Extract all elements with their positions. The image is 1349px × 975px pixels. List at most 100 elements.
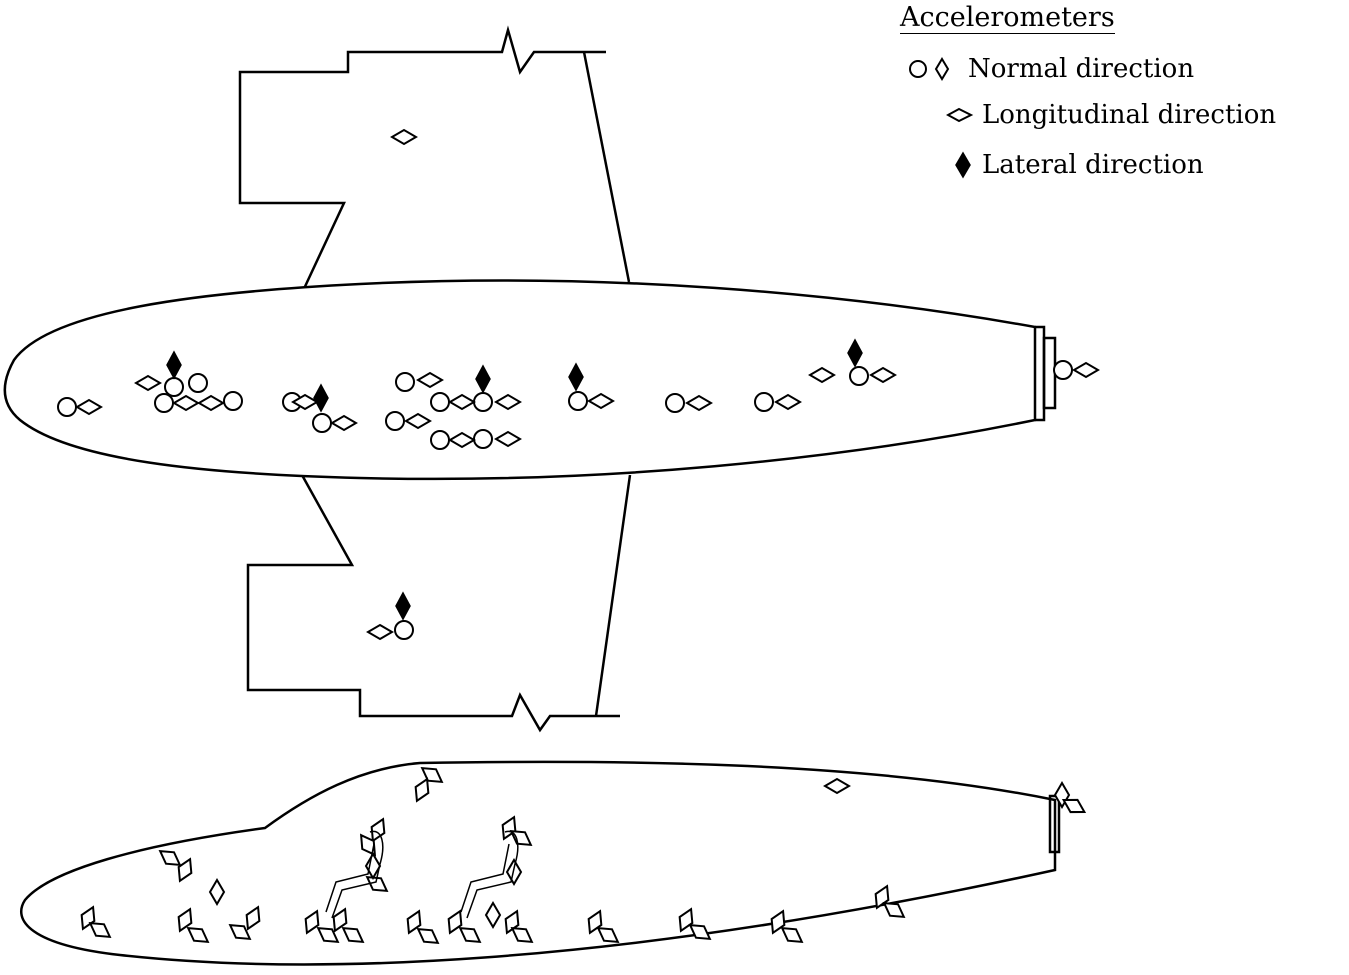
side-view-accelerometer bbox=[596, 926, 620, 944]
longitudinal-accelerometer bbox=[448, 393, 476, 411]
longitudinal-accelerometer bbox=[330, 414, 358, 432]
longitudinal-accelerometer bbox=[494, 430, 522, 448]
lower-wing-trailing-edge bbox=[594, 474, 632, 717]
side-view-accelerometer bbox=[416, 927, 440, 945]
lateral-accelerometer bbox=[475, 364, 491, 394]
side-view-accelerometer bbox=[780, 926, 804, 944]
seated-occupant-figure bbox=[325, 830, 384, 919]
seated-occupant-figure bbox=[460, 830, 519, 919]
side-view-accelerometer bbox=[88, 921, 112, 939]
longitudinal-accelerometer bbox=[134, 374, 162, 392]
side-view-accelerometer bbox=[316, 926, 340, 944]
side-view-accelerometer bbox=[484, 901, 502, 929]
longitudinal-accelerometer bbox=[390, 128, 418, 146]
side-view-accelerometer bbox=[874, 884, 890, 910]
lateral-accelerometer bbox=[847, 338, 863, 368]
normal-accelerometer-circle bbox=[312, 413, 332, 433]
normal-accelerometer-circle bbox=[164, 377, 184, 397]
lateral-accelerometer bbox=[313, 383, 329, 413]
side-view-accelerometer bbox=[510, 926, 534, 944]
tail-cap-top bbox=[1042, 336, 1057, 410]
longitudinal-accelerometer bbox=[774, 393, 802, 411]
flat-diamond-icon bbox=[946, 107, 974, 123]
upper-wing-outline bbox=[238, 25, 606, 294]
normal-accelerometer-circle bbox=[385, 411, 405, 431]
side-view-accelerometer bbox=[505, 858, 523, 886]
side-view-accelerometer bbox=[177, 907, 193, 933]
side-view-accelerometer bbox=[504, 909, 520, 935]
side-view-accelerometer bbox=[80, 905, 96, 931]
longitudinal-accelerometer bbox=[685, 394, 713, 412]
legend-label-longitudinal: Longitudinal direction bbox=[982, 100, 1277, 130]
lateral-accelerometer bbox=[568, 362, 584, 392]
longitudinal-accelerometer bbox=[808, 366, 836, 384]
side-view-accelerometer bbox=[1061, 798, 1087, 814]
legend-item-lateral: Lateral direction bbox=[952, 151, 1204, 179]
normal-accelerometer-circle bbox=[223, 391, 243, 411]
side-view-accelerometer bbox=[678, 907, 694, 933]
normal-accelerometer-circle bbox=[473, 392, 493, 412]
side-view-accelerometer bbox=[458, 926, 482, 944]
legend-label-normal: Normal direction bbox=[968, 54, 1195, 84]
side-view-accelerometer bbox=[406, 909, 422, 935]
normal-accelerometer-circle bbox=[568, 391, 588, 411]
side-view-accelerometer bbox=[186, 926, 210, 944]
normal-accelerometer-circle bbox=[394, 620, 414, 640]
normal-accelerometer-circle bbox=[1053, 360, 1073, 380]
side-view-accelerometer bbox=[509, 829, 533, 847]
longitudinal-accelerometer bbox=[494, 393, 522, 411]
upper-wing-trailing-edge bbox=[582, 51, 631, 283]
side-view-accelerometer bbox=[158, 849, 182, 867]
normal-accelerometer-circle bbox=[395, 372, 415, 392]
fuselage-top-view-outline bbox=[3, 279, 1037, 481]
legend-item-normal: Normal direction bbox=[908, 56, 1194, 82]
normal-accelerometer-circle bbox=[154, 393, 174, 413]
side-view-accelerometer bbox=[332, 907, 348, 933]
longitudinal-accelerometer bbox=[587, 392, 615, 410]
lateral-accelerometer bbox=[395, 591, 411, 621]
normal-accelerometer-circle bbox=[849, 366, 869, 386]
side-view-accelerometer bbox=[688, 923, 712, 941]
side-view-accelerometer bbox=[882, 901, 906, 919]
side-view-accelerometer bbox=[364, 852, 382, 880]
normal-accelerometer-circle bbox=[430, 392, 450, 412]
circle-diamond-icon bbox=[909, 57, 950, 81]
side-view-accelerometer bbox=[823, 777, 851, 795]
legend-item-longitudinal: Longitudinal direction bbox=[946, 102, 1276, 128]
legend-label-lateral: Lateral direction bbox=[982, 150, 1204, 180]
side-view-accelerometer bbox=[414, 777, 430, 803]
normal-accelerometer-circle bbox=[665, 393, 685, 413]
fuselage-side-view-outline bbox=[20, 760, 1057, 966]
side-view-accelerometer bbox=[177, 857, 193, 883]
longitudinal-accelerometer bbox=[366, 623, 394, 641]
lower-wing-outline bbox=[246, 474, 620, 733]
legend-title: Accelerometers bbox=[900, 2, 1115, 34]
normal-accelerometer-circle bbox=[430, 430, 450, 450]
side-view-accelerometer bbox=[341, 926, 365, 944]
filled-diamond-icon bbox=[955, 151, 971, 179]
longitudinal-accelerometer bbox=[1072, 361, 1100, 379]
side-view-accelerometer bbox=[208, 878, 226, 906]
longitudinal-accelerometer bbox=[197, 394, 225, 412]
lateral-accelerometer bbox=[166, 350, 182, 380]
side-view-accelerometer bbox=[447, 909, 463, 935]
normal-accelerometer-circle bbox=[473, 429, 493, 449]
side-view-accelerometer bbox=[245, 905, 261, 931]
longitudinal-accelerometer bbox=[404, 412, 432, 430]
normal-accelerometer-circle bbox=[754, 392, 774, 412]
longitudinal-accelerometer bbox=[416, 371, 444, 389]
normal-accelerometer-circle bbox=[188, 373, 208, 393]
normal-accelerometer-circle bbox=[57, 397, 77, 417]
side-view-accelerometer bbox=[587, 909, 603, 935]
longitudinal-accelerometer bbox=[75, 398, 103, 416]
side-view-accelerometer bbox=[770, 909, 786, 935]
longitudinal-accelerometer bbox=[869, 366, 897, 384]
side-view-accelerometer bbox=[228, 923, 252, 941]
side-view-accelerometer bbox=[304, 909, 320, 935]
side-view-accelerometer bbox=[501, 815, 517, 841]
longitudinal-accelerometer bbox=[448, 431, 476, 449]
side-view-accelerometer bbox=[359, 833, 377, 857]
accelerometer-marks bbox=[57, 128, 1100, 945]
tail-fairing-top bbox=[1035, 325, 1046, 422]
